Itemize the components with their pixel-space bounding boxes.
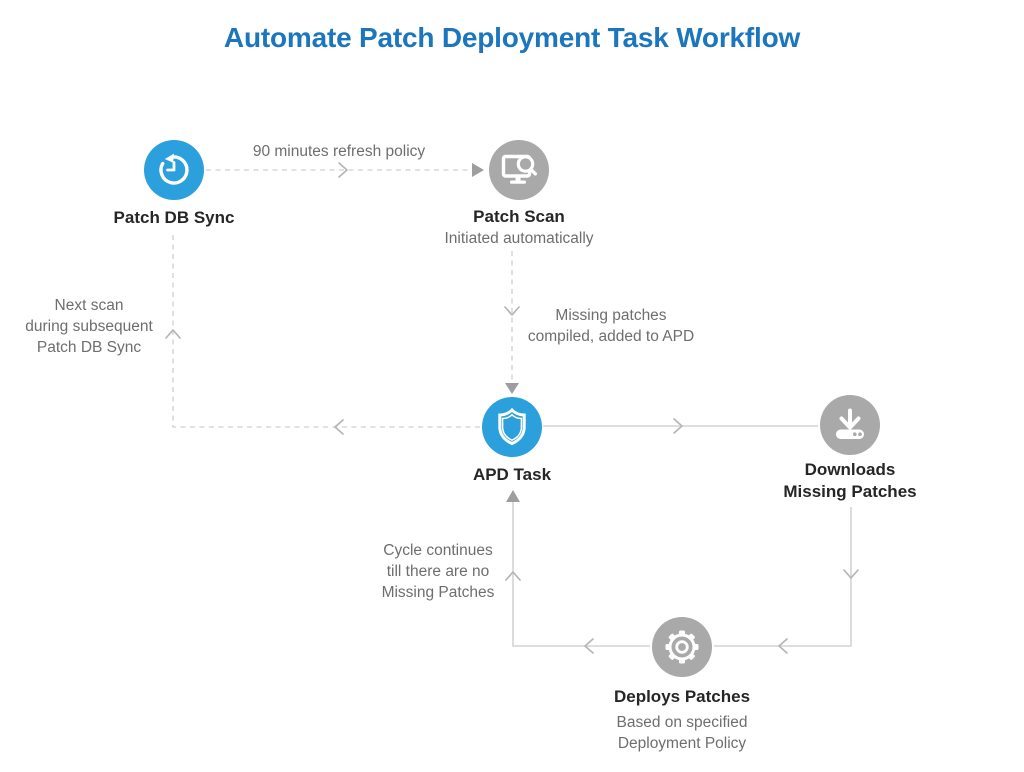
connector-downloads-to-deploys: [714, 507, 852, 647]
chevron-right-icon: [673, 418, 683, 434]
annotation-next-scan: Next scan during subsequent Patch DB Syn…: [25, 297, 153, 356]
node-label-patch-db-sync: Patch DB Sync: [113, 208, 235, 227]
chevron-right-icon: [338, 162, 348, 178]
node-sublabel-patch-scan: Initiated automatically: [444, 230, 594, 247]
node-label-downloads: Downloads Missing Patches: [783, 460, 917, 501]
annotation-refresh-policy: 90 minutes refresh policy: [252, 143, 426, 160]
node-label-apd-task: APD Task: [472, 465, 552, 484]
page-title: Automate Patch Deployment Task Workflow: [223, 22, 801, 53]
connector-deploys-to-apd: [512, 502, 650, 647]
annotation-cycle-continues: Cycle continues till there are no Missin…: [381, 542, 495, 601]
node-sublabel-deploys: Based on specified Deployment Policy: [616, 714, 748, 752]
monitor-scan-icon: [489, 140, 549, 200]
download-icon: [820, 395, 880, 455]
chevron-up-icon: [505, 571, 521, 581]
arrowhead-up-icon: [506, 490, 520, 502]
annotation-missing-patches: Missing patches compiled, added to APD: [527, 307, 695, 345]
node-label-patch-scan: Patch Scan: [473, 207, 565, 226]
chevron-left-icon: [778, 638, 788, 654]
arrowhead-down-icon: [505, 383, 519, 394]
gear-icon: [652, 617, 712, 677]
node-label-deploys: Deploys Patches: [613, 687, 751, 706]
chevron-left-icon: [584, 638, 594, 654]
chevron-down-icon: [843, 569, 859, 579]
chevron-up-icon: [165, 329, 181, 339]
chevron-down-icon: [504, 306, 520, 316]
connector-apd-to-dbsync: [172, 233, 480, 428]
shield-icon: [482, 397, 542, 457]
chevron-left-icon: [334, 419, 344, 435]
arrowhead-right-icon: [472, 163, 484, 177]
history-sync-icon: [144, 140, 204, 200]
